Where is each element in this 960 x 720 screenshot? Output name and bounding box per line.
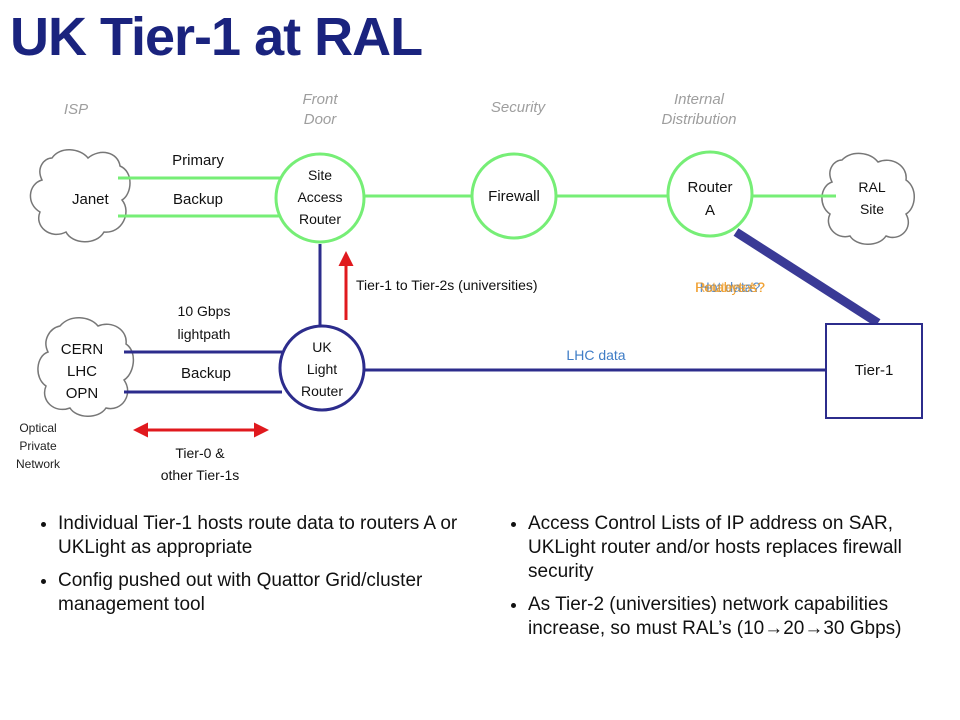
primary-label: Primary [172, 152, 224, 169]
tier1-to-tier2-label: Tier-1 to Tier-2s (universities) [356, 277, 538, 293]
backup-janet-label: Backup [173, 191, 223, 208]
uklight-label-3: Router [301, 383, 343, 399]
sar-label-1: Site [308, 167, 332, 183]
tier0-label-1: Tier-0 & [175, 445, 225, 461]
uklight-label-1: UK [312, 339, 332, 355]
bullets-right: Access Control Lists of IP address on SA… [504, 512, 944, 650]
lhc-data-label: LHC data [566, 347, 625, 363]
sar-label-2: Access [297, 189, 342, 205]
zone-internal-line2: Distribution [661, 111, 737, 128]
zone-security: Security [490, 99, 546, 116]
tier1-node [825, 323, 923, 419]
router-a-label-1: Router [687, 179, 732, 196]
optical-label-1: Optical [19, 421, 56, 435]
page-title: UK Tier-1 at RAL [10, 7, 423, 67]
tier0-label-2: other Tier-1s [161, 467, 240, 483]
firewall-node [470, 152, 558, 240]
overlap-label-routers-a: Routers A? [695, 279, 764, 295]
cern-cloud [37, 317, 135, 417]
bullets-left: Individual Tier-1 hosts route data to ro… [34, 512, 464, 626]
zone-internal-distribution: Internal Distribution [640, 90, 758, 130]
bullet-left-1: Individual Tier-1 hosts route data to ro… [58, 512, 464, 560]
zone-isp: ISP [63, 101, 89, 118]
ral-site-label-2: Site [860, 201, 884, 217]
bullet-left-2: Config pushed out with Quattor Grid/clus… [58, 569, 464, 617]
overlap-label-petabytes: Petabytes? [695, 279, 765, 295]
lightpath-label-1: 10 Gbps [178, 303, 231, 319]
zone-front-door-line1: Front [302, 91, 338, 108]
bullet-right-2: As Tier-2 (universities) network capabil… [528, 593, 944, 641]
optical-label-3: Network [16, 457, 61, 471]
uklight-label-2: Light [307, 361, 337, 377]
backup-cern-label: Backup [181, 365, 231, 382]
cern-label-2: LHC [67, 363, 97, 380]
cern-label-1: CERN [61, 341, 104, 358]
firewall-label: Firewall [488, 188, 540, 205]
ral-site-cloud [821, 152, 915, 245]
optical-label-2: Private [19, 439, 57, 453]
router-a-label-2: A [705, 202, 715, 219]
router-a-node [666, 150, 754, 238]
ral-site-label-1: RAL [858, 179, 885, 195]
janet-cloud [29, 149, 131, 243]
overlap-label-hot-data: Hot data? [700, 279, 761, 295]
zone-front-door: Front Door [280, 90, 360, 130]
lightpath-label-2: lightpath [178, 326, 231, 342]
uklight-router-node [278, 324, 366, 412]
janet-label: Janet [72, 191, 110, 208]
router-a-to-tier1-link [733, 228, 881, 327]
tier1-label: Tier-1 [855, 362, 894, 379]
zone-internal-line1: Internal [673, 91, 725, 108]
site-access-router-node [274, 152, 366, 244]
bullet-right-1: Access Control Lists of IP address on SA… [528, 512, 944, 584]
cern-label-3: OPN [66, 385, 99, 402]
sar-label-3: Router [299, 211, 341, 227]
zone-front-door-line2: Door [303, 111, 337, 128]
